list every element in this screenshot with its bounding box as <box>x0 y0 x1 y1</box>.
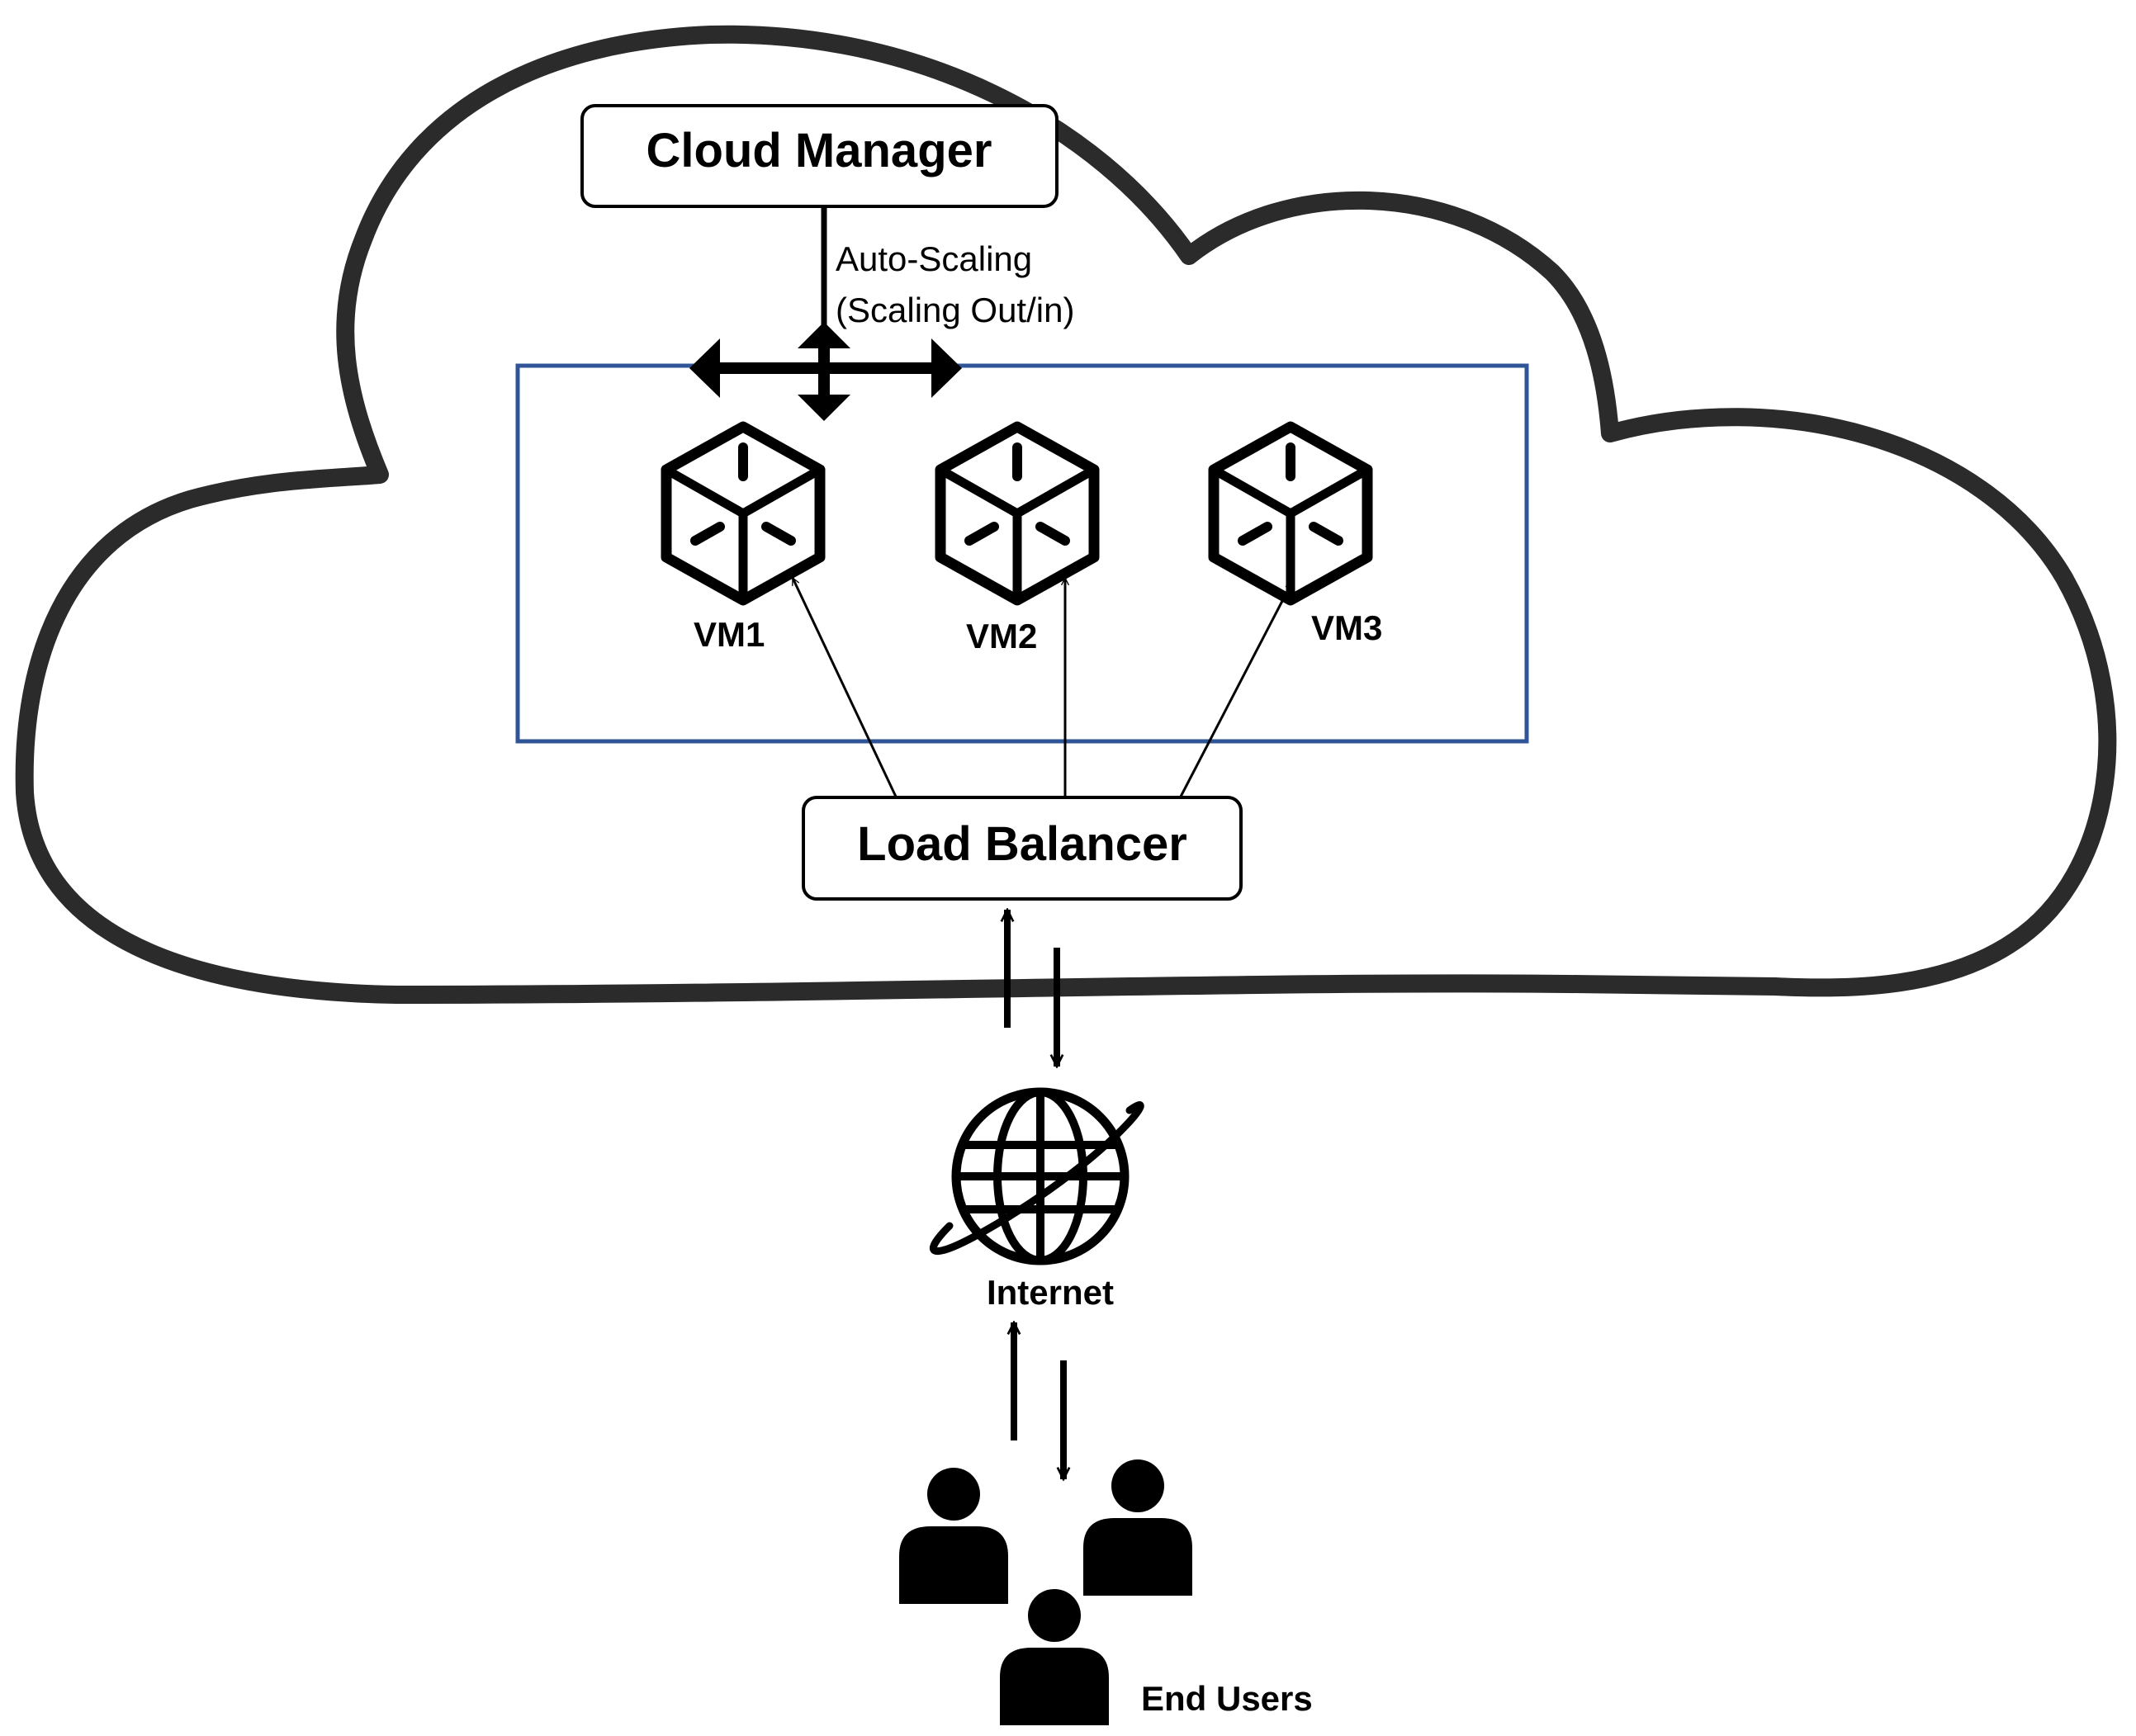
vm1-label: VM1 <box>694 615 765 654</box>
user-icon <box>899 1468 1008 1604</box>
load-balancer-box <box>802 796 1243 901</box>
lb-to-vm3-arrow <box>1179 582 1294 797</box>
scaling-four-way-arrow-icon <box>689 322 962 421</box>
load-balancer-label: Load Balancer <box>857 817 1187 871</box>
internet-label: Internet <box>987 1273 1114 1312</box>
end-users-label: End Users <box>1141 1679 1313 1718</box>
vm2-icon <box>940 427 1094 600</box>
auto-scaling-label-line1: Auto-Scaling <box>836 239 1032 278</box>
lb-to-vm1-arrow <box>791 578 897 797</box>
vm3-label: VM3 <box>1311 608 1382 647</box>
vm3-icon <box>1214 427 1367 600</box>
user-icon <box>1000 1589 1109 1725</box>
cloud-manager-box <box>580 104 1059 208</box>
cloud-manager-label: Cloud Manager <box>646 124 992 177</box>
cloud-outline <box>15 25 2117 1004</box>
globe-icon <box>930 1087 1144 1265</box>
auto-scaling-label-line2: (Scaling Out/in) <box>836 291 1074 329</box>
vm-group-box <box>515 363 1529 744</box>
vm1-icon <box>666 427 820 600</box>
vm2-label: VM2 <box>966 617 1037 655</box>
user-icon <box>1083 1459 1192 1596</box>
